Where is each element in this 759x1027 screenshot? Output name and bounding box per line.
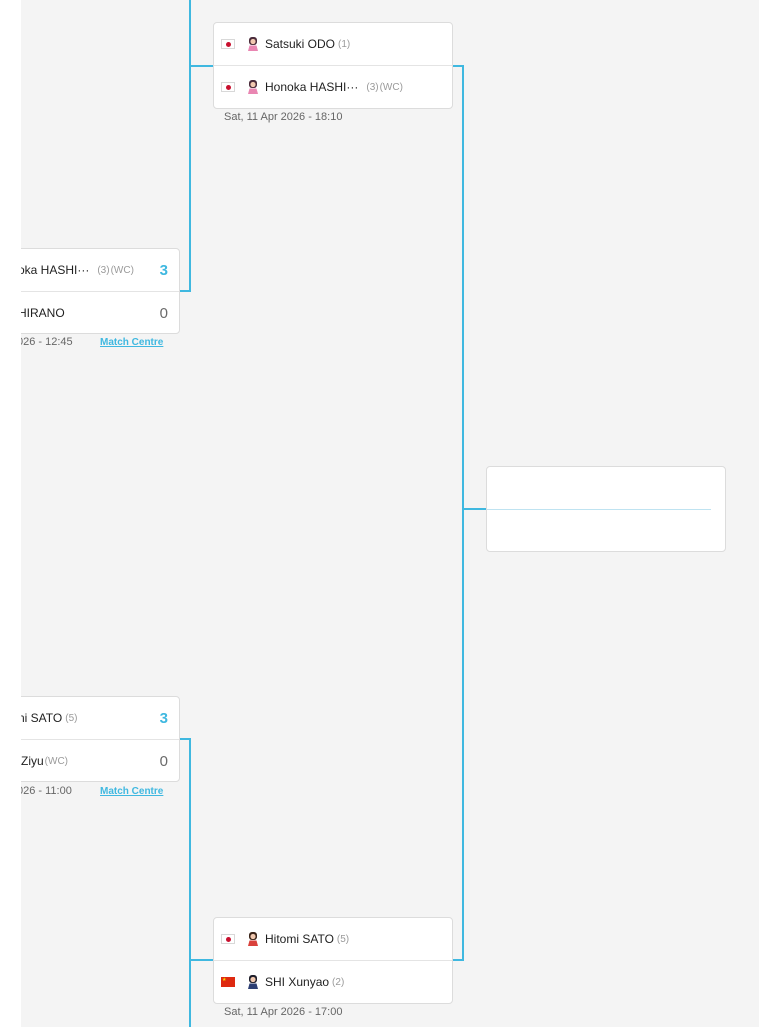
player-row — [487, 510, 725, 552]
player-row: ni SATO (5) 3 — [21, 697, 179, 739]
match-card[interactable]: oka HASHI··· (3) (WC) 3 HIRANO 0 — [21, 248, 180, 334]
player-score: 0 — [159, 304, 168, 322]
player-row: Honoka HASHI··· (3) (WC) — [214, 66, 452, 108]
player-name: ni SATO — [21, 711, 63, 725]
row-divider — [214, 65, 452, 66]
final-match-card[interactable] — [486, 466, 726, 552]
bracket-view: oka HASHI··· (3) (WC) 3 HIRANO 0 026 - 1… — [21, 0, 759, 1027]
row-divider — [214, 960, 452, 961]
seed-label: (1) — [338, 38, 351, 50]
player-row: SHI Xunyao (2) — [214, 961, 452, 1003]
connector-line — [452, 65, 464, 67]
player-row — [487, 467, 725, 509]
japan-flag-icon — [221, 934, 235, 944]
seed-label: (2) — [332, 976, 345, 988]
connector-line — [462, 508, 487, 510]
row-divider — [21, 739, 179, 740]
player-row: HIRANO 0 — [21, 292, 179, 334]
player-avatar-icon — [248, 932, 258, 946]
row-divider — [487, 509, 711, 510]
match-centre-link[interactable]: Match Centre — [100, 337, 164, 348]
row-divider — [21, 291, 179, 292]
player-name: SHI Xunyao — [265, 975, 330, 989]
japan-flag-icon — [221, 39, 235, 49]
seed-label: (5) — [336, 933, 350, 945]
player-name: oka HASHI··· — [21, 263, 90, 277]
player-row: oka HASHI··· (3) (WC) 3 — [21, 249, 179, 291]
player-name: Hitomi SATO — [265, 932, 334, 946]
player-name: Honoka HASHI··· — [265, 80, 359, 94]
connector-line — [462, 65, 464, 961]
player-row: Hitomi SATO (5) — [214, 918, 452, 960]
match-card[interactable]: Hitomi SATO (5) SHI Xunyao (2) — [213, 917, 453, 1004]
connector-line — [179, 738, 191, 740]
match-card[interactable]: ni SATO (5) 3 Ziyu (WC) 0 — [21, 696, 180, 782]
connector-line — [189, 0, 191, 66]
player-name: HIRANO — [21, 306, 65, 320]
match-time: Sat, 11 Apr 2026 - 18:10 — [224, 111, 343, 123]
player-avatar-icon — [248, 37, 258, 51]
match-card[interactable]: Satsuki ODO (1) Honoka HASHI··· (3) (WC) — [213, 22, 453, 109]
match-centre-link[interactable]: Match Centre — [100, 786, 164, 797]
match-time: 026 - 12:45 — [21, 336, 73, 348]
player-score: 0 — [159, 752, 168, 770]
wildcard-label: (WC) — [110, 264, 134, 276]
player-score: 3 — [159, 709, 168, 727]
japan-flag-icon — [221, 82, 235, 92]
match-time: 026 - 11:00 — [21, 785, 72, 797]
match-time: Sat, 11 Apr 2026 - 17:00 — [224, 1006, 343, 1018]
wildcard-label: (WC) — [44, 755, 68, 767]
player-name: Ziyu — [21, 754, 44, 768]
connector-line — [189, 959, 213, 961]
player-avatar-icon — [248, 975, 258, 989]
seed-label: (5) — [65, 712, 78, 724]
connector-line — [179, 290, 191, 292]
player-score: 3 — [159, 261, 168, 279]
connector-line — [189, 65, 213, 67]
wildcard-label: (WC) — [379, 81, 403, 93]
player-avatar-icon — [248, 80, 258, 94]
player-row: Ziyu (WC) 0 — [21, 740, 179, 782]
seed-label: (3) — [366, 81, 379, 93]
player-name: Satsuki ODO — [265, 37, 336, 51]
china-flag-icon — [221, 977, 235, 987]
connector-line — [189, 66, 191, 292]
seed-label: (3) — [97, 264, 110, 276]
player-row: Satsuki ODO (1) — [214, 23, 452, 65]
connector-line — [189, 738, 191, 1027]
connector-line — [452, 959, 464, 961]
